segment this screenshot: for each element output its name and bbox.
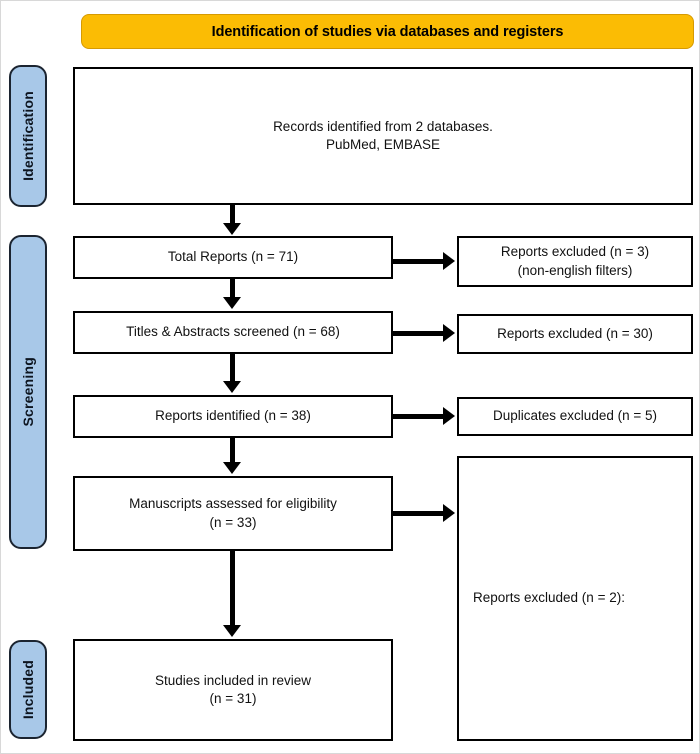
connector-identified-to-exclusion-duplicates	[393, 414, 445, 419]
connector-manuscripts-to-exclusion-eligibility	[393, 511, 445, 516]
flow-box-manuscripts-assessed-text: Manuscripts assessed for eligibility (n …	[121, 495, 345, 531]
excluded-non-english-line2: (non-english filters)	[517, 262, 633, 278]
arrowhead-right-to-exclusion-eligibility	[443, 504, 455, 522]
total-reports-line1: Total Reports (n = 71)	[167, 249, 299, 265]
phase-tab-screening: Screening	[9, 235, 47, 549]
records-identified-line1: Records identified from 2 databases.	[273, 118, 493, 134]
exclusion-box-non-english: Reports excluded (n = 3) (non-english fi…	[457, 236, 693, 287]
flow-box-manuscripts-assessed: Manuscripts assessed for eligibility (n …	[73, 476, 393, 551]
connector-identified-to-manuscripts	[230, 438, 235, 464]
titles-abstracts-screened-line1: Titles & Abstracts screened (n = 68)	[126, 324, 340, 340]
connector-titles-to-exclusion-reports	[393, 331, 445, 336]
exclusion-box-titles-abstracts: Reports excluded (n = 30)	[457, 314, 693, 354]
excluded-titles-abstracts-line1: Reports excluded (n = 30)	[497, 325, 653, 341]
arrowhead-right-to-exclusion-reports	[443, 324, 455, 342]
flow-box-studies-included: Studies included in review (n = 31)	[73, 639, 393, 741]
connector-titles-to-identified	[230, 354, 235, 383]
manuscripts-assessed-line1: Manuscripts assessed for eligibility	[129, 496, 337, 512]
phase-tab-screening-label: Screening	[20, 357, 36, 427]
diagram-title-text: Identification of studies via databases …	[211, 23, 564, 40]
exclusion-box-eligibility: Reports excluded (n = 2):	[457, 456, 693, 741]
excluded-duplicates-line1: Duplicates excluded (n = 5)	[493, 408, 657, 424]
flow-box-total-reports-text: Total Reports (n = 71)	[160, 248, 306, 266]
arrowhead-down-to-included	[223, 625, 241, 637]
exclusion-box-non-english-text: Reports excluded (n = 3) (non-english fi…	[493, 243, 657, 279]
phase-tab-identification-label: Identification	[20, 91, 36, 181]
exclusion-box-duplicates: Duplicates excluded (n = 5)	[457, 397, 693, 436]
flow-box-reports-identified-text: Reports identified (n = 38)	[147, 407, 319, 425]
flow-box-titles-abstracts-screened-text: Titles & Abstracts screened (n = 68)	[118, 323, 348, 341]
flow-box-studies-included-text: Studies included in review (n = 31)	[147, 672, 319, 708]
studies-included-line1: Studies included in review	[154, 672, 312, 688]
diagram-title-banner: Identification of studies via databases …	[81, 14, 694, 49]
flow-box-reports-identified: Reports identified (n = 38)	[73, 395, 393, 438]
flow-box-titles-abstracts-screened: Titles & Abstracts screened (n = 68)	[73, 311, 393, 354]
reports-identified-line1: Reports identified (n = 38)	[155, 408, 311, 424]
arrowhead-down-to-titles	[223, 297, 241, 309]
exclusion-box-duplicates-text: Duplicates excluded (n = 5)	[485, 407, 665, 425]
connector-total-to-exclusion-non-english	[393, 259, 445, 264]
phase-tab-included-label: Included	[20, 659, 36, 720]
exclusion-box-titles-abstracts-text: Reports excluded (n = 30)	[489, 325, 661, 343]
phase-tab-identification: Identification	[9, 65, 47, 207]
flow-box-total-reports: Total Reports (n = 71)	[73, 236, 393, 279]
connector-total-to-titles	[230, 279, 235, 299]
manuscripts-assessed-line2: (n = 33)	[209, 514, 257, 530]
excluded-non-english-line1: Reports excluded (n = 3)	[500, 244, 650, 260]
connector-manuscripts-to-included	[230, 551, 235, 627]
exclusion-box-eligibility-text: Reports excluded (n = 2):	[459, 589, 633, 607]
arrowhead-down-to-manuscripts	[223, 462, 241, 474]
flow-box-records-identified: Records identified from 2 databases. Pub…	[73, 67, 693, 205]
arrowhead-right-to-exclusion-non-english	[443, 252, 455, 270]
studies-included-line2: (n = 31)	[209, 691, 257, 706]
connector-records-to-total	[230, 205, 235, 225]
arrowhead-down-to-identified	[223, 381, 241, 393]
arrowhead-right-to-exclusion-duplicates	[443, 407, 455, 425]
arrowhead-down-to-total	[223, 223, 241, 235]
records-identified-line2: PubMed, EMBASE	[325, 137, 441, 152]
flow-box-records-identified-text: Records identified from 2 databases. Pub…	[265, 118, 501, 154]
excluded-eligibility-line1: Reports excluded (n = 2):	[473, 590, 625, 606]
phase-tab-included: Included	[9, 640, 47, 739]
